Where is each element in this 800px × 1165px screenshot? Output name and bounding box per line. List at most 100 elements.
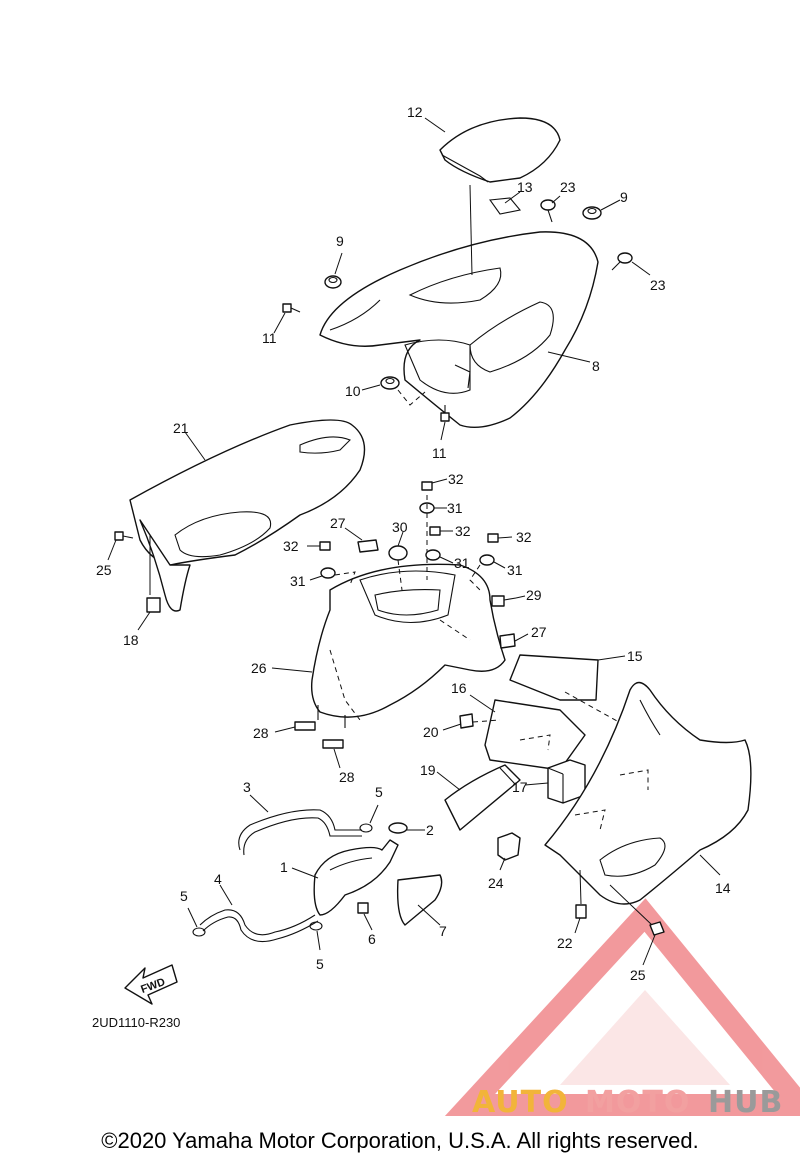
watermark-text-auto: AUTO	[472, 1085, 569, 1120]
part-5-clamp-left	[187, 907, 206, 937]
callout-11-lower: 11	[432, 445, 447, 461]
part-17-block	[524, 759, 586, 804]
callout-14: 14	[715, 880, 731, 896]
part-23-rivet-top	[540, 195, 561, 223]
part-32-screw-left	[307, 541, 331, 551]
part-5-clamp-bottom	[309, 921, 323, 951]
callout-20: 20	[423, 724, 439, 740]
callout-7: 7	[439, 923, 447, 939]
callout-31-right: 31	[507, 562, 523, 578]
part-9-grommet-lower	[361, 376, 426, 406]
callout-5-left: 5	[180, 888, 188, 904]
part-30-cap	[388, 531, 408, 591]
copyright-footer: ©2020 Yamaha Motor Corporation, U.S.A. A…	[101, 1128, 699, 1153]
callout-16: 16	[451, 680, 467, 696]
callout-19: 22	[557, 935, 573, 951]
part-13-clip	[489, 191, 522, 215]
part-25-screw-left	[107, 531, 134, 561]
watermark-text-moto: MOTO	[585, 1085, 690, 1120]
part-31-collar-mid	[425, 549, 454, 564]
part-14-side-cover-right	[544, 681, 752, 905]
part-32-screw-top	[421, 478, 448, 491]
part-23-rivet-right	[611, 252, 651, 276]
callout-28-left: 28	[253, 725, 269, 741]
part-24-block	[497, 832, 521, 871]
callout-32-left: 32	[283, 538, 299, 554]
guide-line-seat	[469, 184, 473, 276]
callout-18: 19	[420, 762, 436, 778]
part-3-hose	[238, 794, 362, 856]
callout-32-top: 32	[448, 471, 464, 487]
callout-29: 29	[526, 587, 542, 603]
callout-13: 13	[517, 179, 533, 195]
part-27-pad-right	[499, 633, 529, 649]
callout-27-upper: 27	[330, 515, 346, 531]
part-2-cap	[388, 822, 425, 834]
part-12-seat-cover	[424, 117, 561, 183]
callout-26: 26	[251, 660, 267, 676]
part-11-screw-lower	[440, 405, 450, 441]
part-32-screw-mid	[429, 526, 453, 536]
part-1-reservoir	[291, 839, 399, 916]
callout-5-top: 5	[375, 784, 383, 800]
part-20-clip	[442, 713, 501, 731]
callout-3: 3	[243, 779, 251, 795]
callout-28-right: 28	[339, 769, 355, 785]
part-19-clip	[574, 869, 587, 934]
callout-5-bottom: 5	[316, 956, 324, 972]
callout-32-mid: 32	[455, 523, 471, 539]
part-29-bolt	[491, 595, 526, 607]
part-10-grommet	[582, 199, 621, 220]
fwd-arrow-icon	[124, 964, 178, 1005]
callout-30: 30	[392, 519, 408, 535]
callout-31-top: 31	[447, 500, 463, 516]
callout-27-right: 27	[531, 624, 547, 640]
part-4-hose	[199, 884, 319, 943]
callout-4: 4	[214, 871, 222, 887]
callout-24: 24	[488, 875, 504, 891]
watermark-logo	[444, 898, 800, 1116]
part-8-tail-cowl	[319, 231, 599, 428]
callout-8: 8	[592, 358, 600, 374]
callout-21: 21	[173, 420, 189, 436]
callout-10: 9	[620, 189, 628, 205]
callout-32-right: 32	[516, 529, 532, 545]
part-31-collar-left	[309, 567, 356, 586]
callout-11-left: 11	[262, 330, 277, 346]
part-21-side-cover-left	[129, 419, 366, 612]
part-32-screw-right	[487, 533, 513, 543]
callout-31-mid: 31	[454, 555, 470, 571]
part-28-pad-right	[322, 739, 344, 769]
callout-9-lower: 10	[345, 383, 361, 399]
part-11-screw-left	[273, 303, 301, 334]
part-7-bracket	[396, 874, 443, 926]
callout-labels: 12 13 23 9 9 23 11 8 10 11 21 32 31 27 3…	[96, 104, 731, 983]
part-18-duct	[436, 764, 521, 831]
part-27-pad-upper	[344, 527, 379, 553]
callout-15: 15	[627, 648, 643, 664]
part-25-screw-right	[609, 884, 665, 966]
callout-17: 17	[512, 779, 528, 795]
part-5-clamp-top	[359, 804, 379, 833]
part-26-center-body	[271, 563, 506, 728]
part-22-clip	[137, 535, 161, 631]
callout-6: 6	[368, 931, 376, 947]
callout-1: 1	[280, 859, 288, 875]
watermark-text-hub: HUB	[708, 1085, 783, 1120]
watermark-text: AUTO MOTO HUB	[472, 1085, 783, 1120]
part-31-collar-top	[419, 495, 447, 580]
part-28-pad-left	[274, 721, 316, 733]
part-6-screw	[357, 902, 373, 931]
part-9-grommet-upper	[324, 252, 343, 289]
part-15-inner-panel	[509, 654, 661, 746]
callout-25-left: 25	[96, 562, 112, 578]
callout-31-left: 31	[290, 573, 306, 589]
callout-9-upper: 9	[336, 233, 344, 249]
callout-25-right: 25	[630, 967, 646, 983]
callout-23-right: 23	[650, 277, 666, 293]
callout-2: 2	[426, 822, 434, 838]
callout-23-top: 23	[560, 179, 576, 195]
part-16-inner-panel	[469, 694, 586, 771]
callout-12: 12	[407, 104, 423, 120]
